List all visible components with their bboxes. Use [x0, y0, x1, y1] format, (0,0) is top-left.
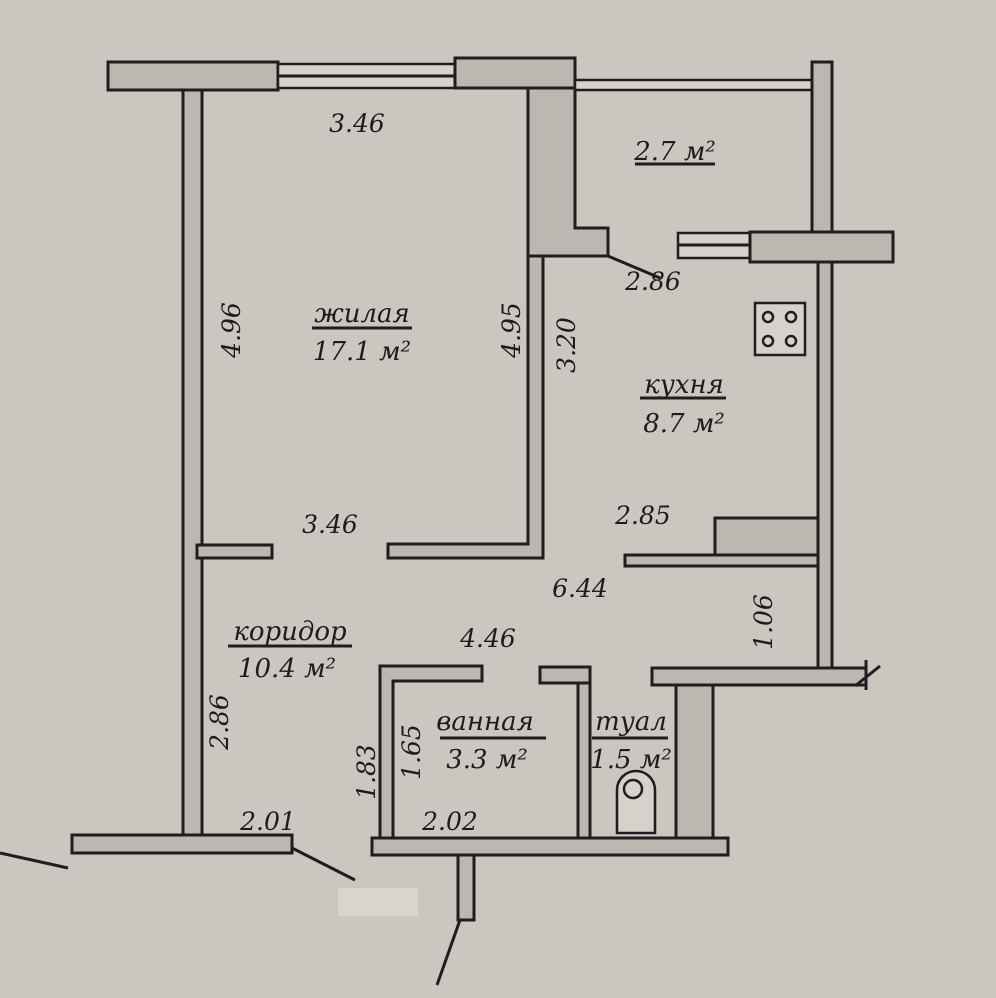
dim-living-right: 4.95: [497, 302, 526, 359]
dim-corridor-left: 2.86: [205, 694, 234, 751]
bathroom-name: ванная: [436, 707, 534, 737]
wall-shaft: [674, 683, 715, 840]
corridor-name: коридор: [233, 617, 347, 647]
door-lower: [435, 919, 462, 986]
dim-corridor-bottom: 2.01: [239, 807, 296, 836]
toilet-name: туал: [595, 707, 667, 737]
living-room-name: жилая: [314, 299, 410, 329]
wall-top-middle: [453, 56, 577, 90]
wall-top-left: [106, 60, 280, 92]
door-entrance: [291, 846, 356, 882]
dim-bath-inner: 1.65: [397, 724, 426, 780]
dim-living-top: 3.46: [329, 109, 385, 138]
wall-living-bottom-left: [195, 543, 274, 560]
dim-bath-outer: 1.83: [352, 744, 381, 800]
wall-left: [181, 88, 204, 837]
tick-mark: [854, 660, 881, 690]
dim-balcony: 2.86: [624, 267, 681, 296]
wall-bath-toilet: [576, 681, 592, 840]
wall-bottom-left: [70, 833, 294, 855]
wall-bath-toilet-top: [538, 665, 592, 685]
wall-kitchen-top: [748, 230, 895, 264]
wall-living-kitchen: [386, 254, 545, 560]
wall-kitchen-right: [816, 260, 834, 670]
balcony-railing: [573, 78, 815, 92]
wall-balcony-right: [810, 60, 834, 236]
kitchen-partition: [623, 553, 820, 568]
dim-kitchen-bottom: 2.85: [614, 501, 671, 530]
balcony-area: 2.7 м²: [633, 137, 716, 167]
toilet-icon: [615, 769, 657, 835]
bathroom-area: 3.3 м²: [446, 745, 528, 775]
kitchen-name: кухня: [644, 370, 724, 400]
toilet-area: 1.5 м²: [590, 745, 672, 775]
dim-kitchen-left: 3.20: [552, 317, 581, 373]
stove-icon: [753, 301, 807, 357]
blurred-patch: [338, 888, 418, 916]
dim-hall-right: 1.06: [749, 594, 778, 650]
living-room-area: 17.1 м²: [313, 337, 411, 367]
window-living: [276, 62, 457, 90]
corridor-area: 10.4 м²: [238, 654, 336, 684]
dim-bath-bottom: 2.02: [421, 807, 478, 836]
wall-stub: [456, 853, 476, 922]
wall-bottom-right: [370, 836, 730, 857]
kitchen-cabinet: [713, 516, 820, 557]
dim-hall: 6.44: [552, 574, 608, 603]
door-balcony: [607, 254, 661, 280]
dim-living-bottom: 3.46: [302, 510, 358, 539]
window-kitchen: [676, 231, 752, 260]
dim-corridor-top: 4.46: [459, 624, 516, 653]
door-outer: [0, 851, 69, 870]
kitchen-area: 8.7 м²: [643, 409, 725, 439]
wall-toilet-top: [650, 666, 868, 687]
dim-living-left: 4.96: [217, 302, 246, 359]
